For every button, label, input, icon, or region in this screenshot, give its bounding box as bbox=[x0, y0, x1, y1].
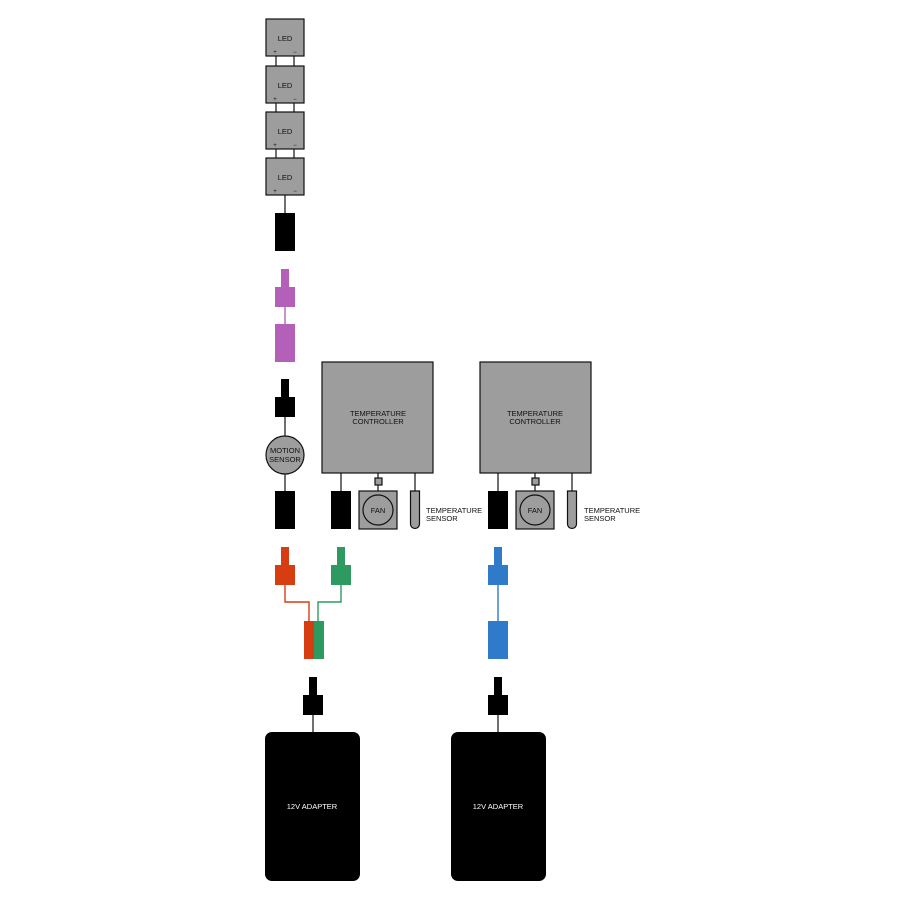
temp-controller-label-line1: TEMPERATURE bbox=[350, 409, 406, 418]
red-plug bbox=[281, 547, 289, 565]
led-minus-pin: − bbox=[293, 50, 297, 56]
temperature-sensor-2: TEMPERATURE SENSOR bbox=[566, 490, 640, 530]
led-label: LED bbox=[278, 81, 293, 90]
temp-controller-label-line1: TEMPERATURE bbox=[507, 409, 563, 418]
led-output-plug bbox=[275, 195, 295, 251]
led-module-3: LED + − bbox=[265, 111, 305, 150]
red-green-splitter-cable bbox=[275, 547, 351, 659]
fan-2: FAN bbox=[515, 490, 555, 530]
motion-sensor-input-plug bbox=[275, 379, 295, 437]
temp-sensor-label-line2: SENSOR bbox=[584, 514, 616, 523]
motion-sensor-label-line2: SENSOR bbox=[269, 455, 301, 464]
led-module-2: LED + − bbox=[265, 65, 305, 104]
temp-sensor-label-line2: SENSOR bbox=[426, 514, 458, 523]
led-plus-pin: + bbox=[273, 50, 277, 56]
led-strip: LED + − LED + − LED + − LED + − bbox=[265, 18, 305, 196]
temperature-controller-1: TEMPERATURE CONTROLLER FAN TEMPERATURE S… bbox=[321, 361, 482, 530]
temp-controller-label-line2: CONTROLLER bbox=[509, 417, 561, 426]
temp-controller-power-plug bbox=[488, 491, 508, 529]
adapter-label: 12V ADAPTER bbox=[473, 802, 524, 811]
adapter-2: 12V ADAPTER bbox=[451, 677, 546, 881]
led-minus-pin: − bbox=[293, 143, 297, 149]
motion-sensor-output-plug bbox=[275, 491, 295, 529]
temp-controller-power-plug bbox=[331, 491, 351, 529]
led-link-wires bbox=[275, 56, 295, 158]
temperature-sensor-1: TEMPERATURE SENSOR bbox=[409, 490, 482, 530]
adapter-body bbox=[451, 732, 546, 881]
adapter-1: 12V ADAPTER bbox=[265, 677, 360, 881]
temp-sensor-label-line1: TEMPERATURE bbox=[584, 506, 640, 515]
led-module-1: LED + − bbox=[265, 18, 305, 57]
purple-extension-cable bbox=[275, 269, 295, 362]
led-minus-pin: − bbox=[293, 189, 297, 195]
led-label: LED bbox=[278, 173, 293, 182]
adapter-body bbox=[265, 732, 360, 881]
led-label: LED bbox=[278, 127, 293, 136]
temperature-controller-2: TEMPERATURE CONTROLLER FAN TEMPERATURE S… bbox=[479, 361, 640, 530]
led-label: LED bbox=[278, 34, 293, 43]
led-minus-pin: − bbox=[293, 97, 297, 103]
green-plug bbox=[337, 547, 345, 565]
blue-extension-cable bbox=[488, 547, 508, 659]
led-plus-pin: + bbox=[273, 143, 277, 149]
splitter-red-half bbox=[304, 621, 314, 659]
temp-sensor-label-line1: TEMPERATURE bbox=[426, 506, 482, 515]
motion-sensor: MOTION SENSOR bbox=[265, 435, 305, 491]
adapter-label: 12V ADAPTER bbox=[287, 802, 338, 811]
fan-label: FAN bbox=[528, 506, 543, 515]
temp-controller-label-line2: CONTROLLER bbox=[352, 417, 404, 426]
splitter-green-half bbox=[314, 621, 324, 659]
fan-1: FAN bbox=[358, 490, 398, 530]
led-plus-pin: + bbox=[273, 97, 277, 103]
led-plus-pin: + bbox=[273, 189, 277, 195]
led-module-4: LED + − bbox=[265, 157, 305, 196]
motion-sensor-label-line1: MOTION bbox=[270, 446, 300, 455]
fan-label: FAN bbox=[371, 506, 386, 515]
